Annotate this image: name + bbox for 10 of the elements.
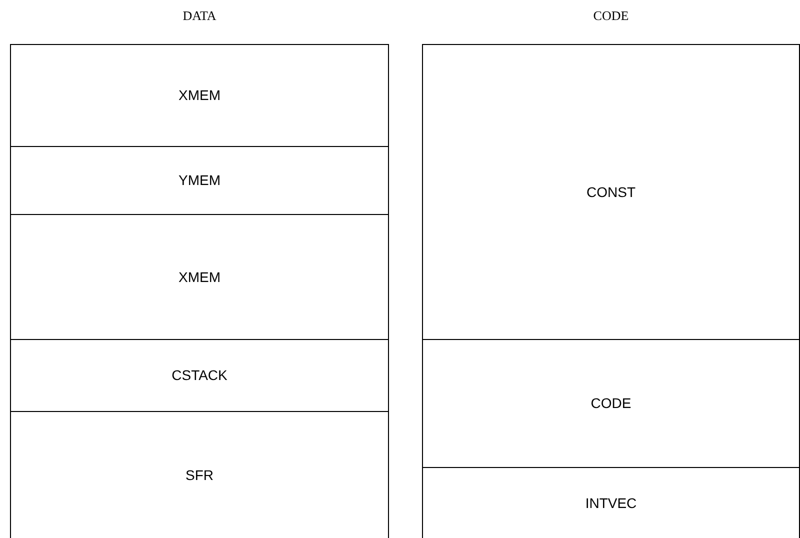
segment-label: XMEM	[178, 268, 220, 286]
segment-label: SFR	[186, 466, 214, 485]
column-heading: DATA	[182, 7, 216, 25]
segment-label: CSTACK	[172, 366, 228, 385]
column-heading: CODE	[593, 7, 629, 25]
segment-label: CODE	[590, 394, 632, 413]
segment-label: XMEM	[178, 86, 220, 105]
segment-label: CONST	[586, 182, 636, 202]
segment-label: INTVEC	[585, 494, 637, 513]
segment-label: YMEM	[178, 171, 220, 190]
